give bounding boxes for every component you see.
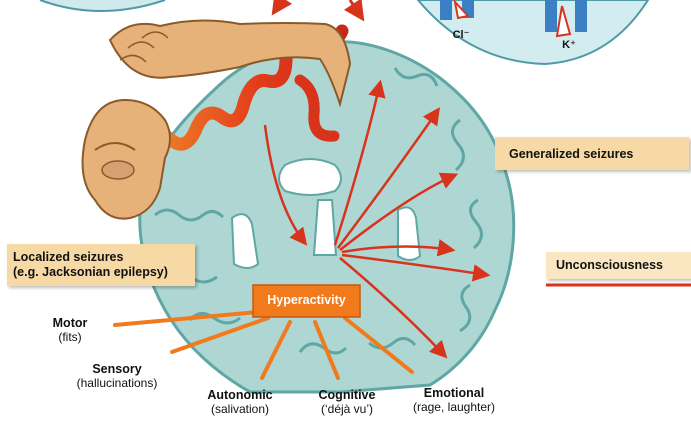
effect-emotional-detail: (rage, laughter) bbox=[398, 400, 510, 414]
effect-cognitive-title: Cognitive bbox=[302, 388, 392, 402]
top-arrow-right bbox=[350, 0, 362, 18]
brain-section bbox=[140, 42, 514, 392]
effect-cognitive: Cognitive (‘déjà vu’) bbox=[302, 388, 392, 416]
effect-autonomic-detail: (salivation) bbox=[192, 402, 288, 416]
localized-seizures-example: (e.g. Jacksonian epilepsy) bbox=[13, 265, 191, 280]
effect-emotional: Emotional (rage, laughter) bbox=[398, 386, 510, 414]
effect-sensory: Sensory (hallucinations) bbox=[62, 362, 172, 390]
effect-sensory-detail: (hallucinations) bbox=[62, 376, 172, 390]
localized-seizures-title: Localized seizures bbox=[13, 250, 191, 265]
unconsciousness-label: Unconsciousness bbox=[546, 252, 691, 279]
localized-seizures-label: Localized seizures (e.g. Jacksonian epil… bbox=[7, 244, 195, 286]
potassium-label: K⁺ bbox=[554, 38, 584, 52]
effect-autonomic: Autonomic (salivation) bbox=[192, 388, 288, 416]
hyperactivity-label: Hyperactivity bbox=[253, 293, 360, 307]
effect-emotional-title: Emotional bbox=[398, 386, 510, 400]
effect-autonomic-title: Autonomic bbox=[192, 388, 288, 402]
generalized-seizures-label: Generalized seizures bbox=[495, 137, 689, 170]
effect-cognitive-detail: (‘déjà vu’) bbox=[302, 402, 392, 416]
effect-sensory-title: Sensory bbox=[62, 362, 172, 376]
effect-motor: Motor (fits) bbox=[30, 316, 110, 344]
effect-motor-title: Motor bbox=[30, 316, 110, 330]
magnified-circle-left bbox=[40, 0, 165, 11]
top-arrow-left bbox=[274, 0, 282, 12]
effect-motor-detail: (fits) bbox=[30, 330, 110, 344]
chloride-label: Cl⁻ bbox=[446, 28, 476, 42]
